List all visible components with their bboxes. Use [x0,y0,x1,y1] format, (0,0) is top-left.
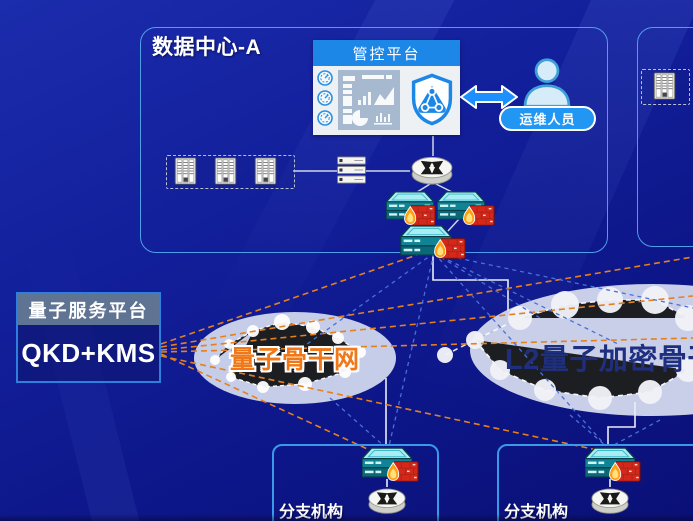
branch-office-1-panel [272,444,439,521]
server-rack-icon [214,157,237,185]
operator-label-pill: 运维人员 [499,106,596,131]
gauge-icon [317,110,333,126]
backbone-cloud-label: 量子骨干网 [229,346,360,374]
l2-cloud-ellipse [437,284,693,416]
datacenter-b-panel [637,27,693,247]
l2-cloud-label: L2量子加密骨干网 [505,344,693,376]
router-icon [410,154,454,187]
datacenter-a-panel [140,27,608,253]
backbone-cloud-ellipse [194,312,396,404]
operator-person-icon [517,57,577,109]
quantum-service-platform-card: 量子服务平台 QKD+KMS [16,292,161,383]
mgmt-platform-body [313,66,460,135]
mgmt-platform-title: 管控平台 [313,40,460,66]
branch-office-2-label: 分支机构 [504,504,569,521]
datacenter-a-title: 数据中心-A [152,36,262,59]
quantum-service-header: 量子服务平台 [18,294,159,325]
branch-office-1-label: 分支机构 [279,504,344,521]
server-rack-icon [653,72,676,100]
blue-dashed-links [295,252,693,447]
mgmt-platform-card: 管控平台 [313,40,460,135]
orange-dashed-links [160,248,693,460]
dashboard-thumbnail-icon [338,70,400,130]
security-shield-icon [409,71,455,128]
white-elbow-links [385,252,636,487]
router-icon [589,486,631,516]
server-rack-icon [174,157,197,185]
firewall-icon [434,237,466,260]
firewall-icon [609,460,641,483]
branch-office-2-panel [497,444,693,521]
router-icon [366,486,408,516]
bottom-vignette [0,514,693,521]
firewall-icon [387,460,419,483]
gauge-icon [317,90,333,106]
gauge-icon [317,70,333,86]
server-stack-icon [337,156,366,184]
server-rack-icon [254,157,277,185]
qkd-kms-label: QKD+KMS [21,337,156,368]
firewall-icon [463,204,495,227]
